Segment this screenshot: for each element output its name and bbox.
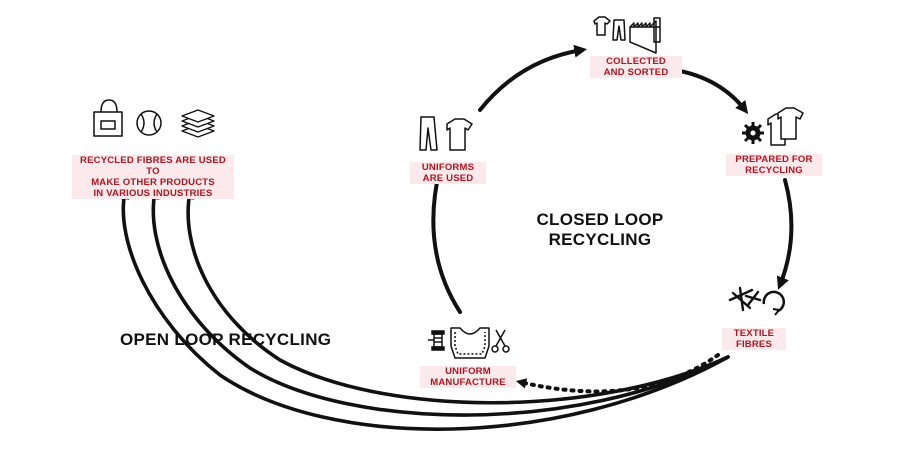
open-loop-title: OPEN LOOP RECYCLING [120, 330, 332, 349]
tshirt-icon [593, 16, 611, 36]
ball-icon [136, 110, 162, 136]
label-textile-fibres: TEXTILE FIBRES [722, 328, 786, 350]
arrow-manufacture-to-used [431, 163, 462, 314]
open-loop-arrow-2 [148, 187, 730, 417]
pants-icon [612, 19, 626, 41]
closed-loop-title: CLOSED LOOP RECYCLING [536, 210, 664, 249]
label-prepared-for-recycling: PREPARED FOR RECYCLING [726, 154, 822, 176]
label-uniforms-are-used: UNIFORMS ARE USED [410, 162, 486, 184]
arrow-collected-to-prepared [673, 68, 749, 115]
open-loop-arrow-3 [183, 187, 730, 405]
label-recycled-fibres: RECYCLED FIBRES ARE USED TO MAKE OTHER P… [72, 155, 234, 199]
shirts-icon [767, 107, 804, 146]
scissors-icon [491, 329, 510, 353]
open-loop-arrow-1 [117, 187, 730, 431]
recycle-icon [762, 290, 785, 316]
fibres-icon [728, 286, 762, 312]
arrow-used-to-collected [478, 44, 588, 112]
label-uniform-manufacture: UNIFORM MANUFACTURE [420, 366, 516, 388]
gear-icon [742, 122, 764, 144]
papers-icon [181, 109, 215, 138]
spool-icon [428, 330, 445, 351]
tshirt-icon [446, 118, 473, 151]
bag-icon [93, 99, 123, 137]
arrow-prepared-to-textile [776, 178, 794, 290]
label-collected-and-sorted: COLLECTED AND SORTED [590, 56, 682, 78]
pants-icon [419, 116, 438, 151]
warehouse-icon [629, 17, 661, 54]
uniform-icon [450, 327, 490, 359]
